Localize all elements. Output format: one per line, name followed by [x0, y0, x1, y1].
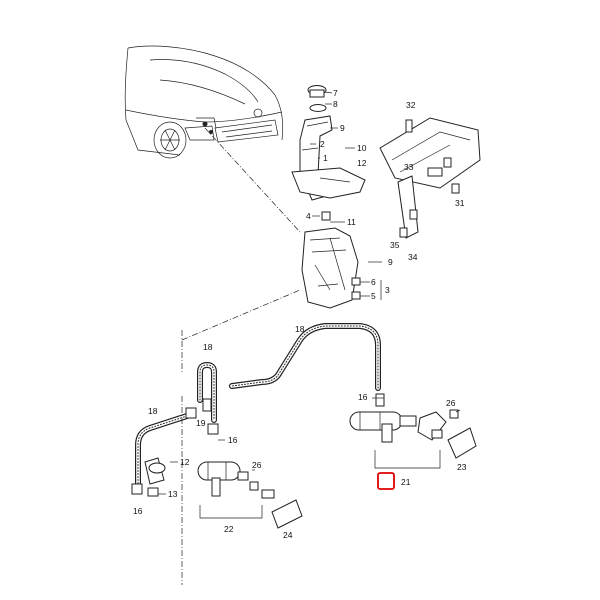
callout-8: 8: [333, 99, 338, 109]
leader-lines: [310, 91, 382, 300]
callout-11: 11: [347, 217, 356, 227]
callout-1: 1: [323, 153, 328, 163]
headlight-bracket: [379, 117, 481, 239]
callout-26-left: 26: [252, 460, 262, 470]
washer-jet-right: [349, 409, 477, 469]
callout-12: 12: [357, 158, 367, 168]
callout-4: 4: [306, 211, 311, 221]
callout-35: 35: [390, 240, 400, 250]
washer-jet-left: [197, 461, 303, 529]
callout-24: 24: [283, 530, 293, 540]
callout-26-right: 26: [446, 398, 456, 408]
callout-31: 31: [455, 198, 465, 208]
hose-lines: [135, 323, 381, 491]
lower-leader-lines: [158, 397, 461, 495]
assembly-dash-diag: [181, 289, 301, 341]
callout-19: 19: [196, 418, 206, 428]
callout-21: 21: [401, 477, 411, 487]
callout-9-upper: 9: [340, 123, 345, 133]
callout-23: 23: [457, 462, 467, 472]
callout-2: 2: [320, 139, 325, 149]
callout-labels: 7 8 9 2 1 10 12 4 11 9 6 3 5 32 33 31 35…: [133, 88, 467, 540]
callout-12-lower: 12: [180, 457, 190, 467]
callout-3: 3: [385, 285, 390, 295]
car-illustration: [124, 45, 284, 159]
highlight-marker[interactable]: [377, 472, 395, 490]
callout-18-left: 18: [148, 406, 158, 416]
car-leader-line: [204, 127, 301, 233]
callout-32: 32: [406, 100, 416, 110]
callout-7: 7: [333, 88, 338, 98]
callout-33: 33: [404, 162, 414, 172]
callout-18-top: 18: [295, 324, 305, 334]
callout-16-right: 16: [358, 392, 368, 402]
callout-6: 6: [371, 277, 376, 287]
callout-18-mid: 18: [203, 342, 213, 352]
callout-5: 5: [371, 291, 376, 301]
callout-9-lower: 9: [388, 257, 393, 267]
callout-22: 22: [224, 524, 234, 534]
callout-13: 13: [168, 489, 178, 499]
connectors: [131, 393, 385, 497]
callout-16-bottom: 16: [133, 506, 143, 516]
callout-10: 10: [357, 143, 367, 153]
reservoir-assembly: [291, 85, 366, 309]
callout-34: 34: [408, 252, 418, 262]
callout-16-left: 16: [228, 435, 238, 445]
